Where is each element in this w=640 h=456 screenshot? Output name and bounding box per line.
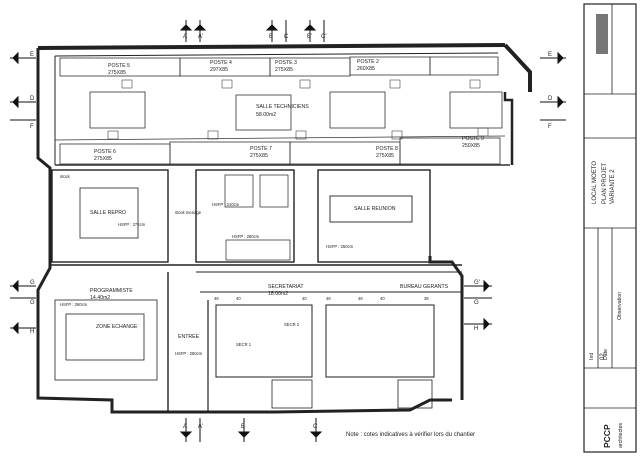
section-mark-H-right: H xyxy=(474,326,478,332)
section-mark-F-left: F xyxy=(30,124,34,130)
room-poste5-name: POSTE 5 xyxy=(108,63,130,69)
room-poste2-size: 260X85 xyxy=(357,66,375,72)
room-secr2-name: SECR 2 xyxy=(284,322,300,327)
room-labels: POSTE 5 275X85 POSTE 4 297X85 POSTE 3 27… xyxy=(60,59,484,356)
dimension-marks: 46 40 40 46 46 40 36 xyxy=(214,296,429,301)
section-mark-F-right: F xyxy=(548,124,552,130)
title-block xyxy=(583,3,637,453)
room-zone-echange-name: ZONE ECHANGE xyxy=(96,324,138,330)
label-hsfp-250: HSFP : 250cm xyxy=(326,244,354,249)
room-poste5-size: 275X85 xyxy=(108,70,126,76)
room-poste7-size: 275X85 xyxy=(250,153,268,159)
bottom-rooms xyxy=(54,272,462,412)
section-mark-G3-right: G' xyxy=(474,280,480,286)
tb-col-obs: Observation xyxy=(617,292,623,320)
tb-sheet-no: 02 xyxy=(600,353,606,360)
section-mark-E-right: E xyxy=(548,52,552,58)
chairs xyxy=(107,79,489,140)
section-mark-G-right: G xyxy=(474,300,479,306)
title-block-text: LOCAL MOETO PLAN PROJET VARIANTE 2 Ind D… xyxy=(589,161,624,448)
section-mark-C2-top: C' xyxy=(321,34,326,40)
room-salle-reunion-name: SALLE REUNION xyxy=(354,206,396,212)
section-mark-A-top: A xyxy=(183,34,187,40)
label-stock-menage: stock menage xyxy=(175,210,202,215)
room-poste4-name: POSTE 4 xyxy=(210,60,232,66)
section-mark-D-left: D xyxy=(30,96,35,102)
section-markers xyxy=(10,20,566,442)
office-partitions xyxy=(54,56,510,166)
section-mark-B-bottom: B xyxy=(241,424,245,430)
section-mark-B-top: B xyxy=(269,34,273,40)
room-programmiste-name: PROGRAMMISTE xyxy=(90,288,133,294)
room-poste8-name: POSTE 8 xyxy=(376,146,398,152)
tb-variant: VARIANTE 2 xyxy=(610,169,616,204)
label-hsfp-210: HSFP : 210cm xyxy=(212,202,240,207)
room-secretariat-area: 18.00m2 xyxy=(268,291,288,297)
dim-6: 36 xyxy=(424,296,429,301)
outer-walls xyxy=(36,43,532,414)
section-letters: A A' B C B' C' A A' B C E D F G G H E D … xyxy=(30,34,553,430)
section-mark-A-bottom: A xyxy=(183,424,187,430)
room-entree-height: HSFP : 260cm xyxy=(175,351,203,356)
drawing-note: Note : cotes indicatives à vérifier lors… xyxy=(346,432,475,438)
title-block-logo-mark xyxy=(596,14,608,54)
room-secr1-name: SECR 1 xyxy=(236,342,252,347)
tb-drawing: PLAN PROJET xyxy=(602,163,608,204)
label-hsfp-260: HSFP : 260cm xyxy=(232,234,260,239)
room-poste6-name: POSTE 6 xyxy=(94,149,116,155)
room-poste9-size: 250X85 xyxy=(462,143,480,149)
tb-col-date: Date xyxy=(603,349,609,360)
tb-firm-sub: architectes xyxy=(618,423,624,448)
dim-4: 46 xyxy=(358,296,363,301)
room-salle-tech-name: SALLE TECHNICIENS xyxy=(256,104,309,110)
section-mark-G-left: G xyxy=(30,280,35,286)
tb-col-ind: Ind xyxy=(589,353,595,360)
tb-project: LOCAL MOETO xyxy=(592,161,598,204)
room-poste8-size: 275X85 xyxy=(376,153,394,159)
dim-3: 46 xyxy=(326,296,331,301)
section-mark-D-right: D xyxy=(548,96,553,102)
room-programmiste-area: 14.40m2 xyxy=(90,295,110,301)
section-mark-A2-bottom: A' xyxy=(198,424,203,430)
section-mark-C-bottom: C xyxy=(313,424,318,430)
room-poste9-name: POSTE 9 xyxy=(462,136,484,142)
room-poste2-name: POSTE 2 xyxy=(357,59,379,65)
section-mark-H-left: H xyxy=(30,329,34,335)
room-secretariat-name: SECRETARIAT xyxy=(268,284,304,290)
section-mark-G2-left: G xyxy=(30,300,35,306)
room-bureau-gerants-name: BUREAU GERANTS xyxy=(400,284,449,290)
room-salle-repro-name: SALLE REPRO xyxy=(90,210,126,216)
section-mark-B2-top: B' xyxy=(307,34,312,40)
section-mark-A2-top: A' xyxy=(198,34,203,40)
room-programmiste-height: HSFP : 260cm xyxy=(60,302,88,307)
middle-rooms xyxy=(50,169,462,273)
room-poste3-name: POSTE 3 xyxy=(275,60,297,66)
dim-2: 40 xyxy=(302,296,307,301)
section-mark-C-top: C xyxy=(284,34,289,40)
dim-1: 40 xyxy=(236,296,241,301)
room-poste7-name: POSTE 7 xyxy=(250,146,272,152)
dim-0: 46 xyxy=(214,296,219,301)
room-entree-name: ENTREE xyxy=(178,334,200,340)
dim-5: 40 xyxy=(380,296,385,301)
section-mark-E-left: E xyxy=(30,52,34,58)
room-poste3-size: 275X85 xyxy=(275,67,293,73)
room-salle-tech-area: 58.00m2 xyxy=(256,112,276,118)
room-salle-repro-height: HSFP : 272cm xyxy=(118,222,146,227)
tb-firm: PCCP xyxy=(602,424,612,448)
room-poste6-size: 275X85 xyxy=(94,156,112,162)
room-poste4-size: 297X85 xyxy=(210,67,228,73)
label-stock: stock xyxy=(60,174,71,179)
